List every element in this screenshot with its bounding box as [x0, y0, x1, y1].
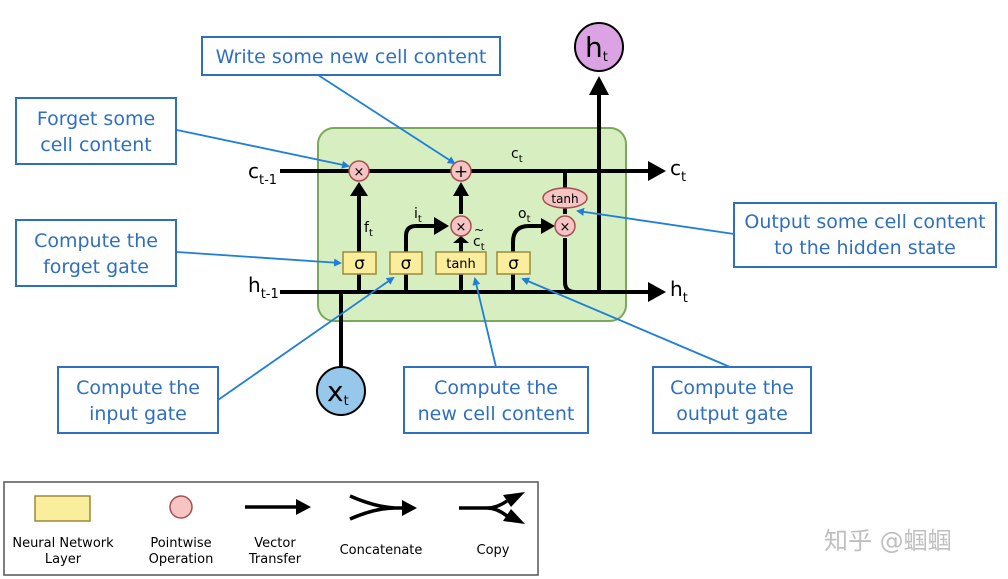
h-prev-label: ht-1	[248, 273, 279, 302]
forget-mult-symbol: ×	[354, 165, 365, 180]
c-tilde-label: ct	[473, 234, 485, 253]
legend-concat-label: Concatenate	[340, 543, 423, 558]
ht-up-arrow	[589, 76, 609, 95]
forget-mult-op	[348, 160, 370, 182]
forget-gate-sigma: σ	[354, 254, 365, 274]
output-tanh-label: tanh	[551, 192, 578, 206]
output-path	[511, 224, 543, 292]
xt-input-node	[316, 366, 366, 416]
legend-box	[3, 481, 539, 576]
input-mult-symbol: ×	[456, 220, 467, 235]
callout-forget-gate-2: forget gate	[43, 256, 149, 278]
input-path	[404, 224, 436, 292]
callout-new-content-box	[403, 366, 589, 434]
legend-pointwise-label-2: Operation	[149, 552, 214, 567]
output-gate-layer	[496, 251, 531, 275]
callout-forget-gate-box	[15, 219, 177, 287]
c-mid-label: ct	[511, 146, 523, 165]
callout-input-gate-1: Compute the	[76, 377, 200, 399]
output-gate-sigma: σ	[508, 254, 519, 274]
callout-new-content-1: Compute the	[434, 377, 558, 399]
c-prev-label: ct-1	[248, 159, 277, 188]
watermark: 知乎 @蝈蝈	[824, 527, 952, 555]
output-mult-op	[554, 215, 576, 237]
callout-output-content-box	[733, 202, 997, 268]
legend-pointwise-label-1: Pointwise	[150, 536, 211, 551]
output-mult-symbol: ×	[560, 220, 571, 235]
legend-vector-arrow	[296, 499, 311, 515]
input-arrow	[434, 217, 449, 235]
c-out-label: ct	[670, 156, 686, 185]
legend-nn-label-1: Neural Network	[12, 536, 114, 551]
callout-output-gate-2: output gate	[676, 403, 788, 425]
input-gate-sigma: σ	[401, 254, 412, 274]
add-op	[450, 160, 472, 182]
input-gate-layer	[389, 251, 423, 275]
callout-forget-gate-1: Compute the	[34, 230, 158, 252]
out-mult-to-h	[563, 238, 576, 294]
product-to-plus-arrow	[453, 182, 469, 196]
legend-nn-label-2: Layer	[45, 552, 82, 567]
pointer-forget-content	[176, 129, 350, 169]
callout-write: Write some new cell content	[216, 46, 487, 68]
callout-new-content-2: new cell content	[418, 403, 575, 425]
h-out-arrow	[648, 282, 666, 302]
forget-gate-layer	[342, 251, 377, 275]
legend-nn-swatch	[34, 495, 91, 522]
legend-copy-arrow-bottom	[503, 509, 525, 524]
input-mult-op	[450, 215, 472, 237]
output-arrow	[541, 218, 555, 234]
i-label: it	[414, 206, 422, 225]
legend-vector-label-1: Vector	[254, 536, 296, 551]
h-out-label: ht	[670, 277, 688, 306]
callout-write-box	[201, 36, 501, 76]
pointer-new-content	[472, 277, 497, 368]
pointer-output-gate	[521, 277, 731, 368]
add-symbol: +	[454, 162, 468, 182]
legend-pointwise-swatch	[169, 495, 193, 519]
candidate-tanh: tanh	[446, 257, 476, 272]
callout-output-gate-1: Compute the	[670, 377, 794, 399]
callout-output-gate-box	[652, 366, 812, 434]
legend-concat-arrow	[402, 500, 417, 516]
c-out-arrow	[648, 161, 666, 181]
legend-copy-arrow-top	[503, 492, 525, 507]
f-label: ft	[364, 220, 373, 239]
pointer-output-content	[576, 207, 735, 235]
tilde-mark: ~	[474, 223, 484, 237]
pointer-write	[317, 74, 456, 165]
legend-vector-label-2: Transfer	[248, 552, 302, 567]
pointer-input-gate	[217, 276, 395, 401]
callout-output-content-2: to the hidden state	[774, 237, 956, 259]
callout-output-content-1: Output some cell content	[744, 211, 985, 233]
output-tanh-op	[542, 187, 588, 209]
xt-input-label: xt	[327, 375, 349, 409]
ht-output-label: ht	[585, 31, 608, 65]
o-label: ot	[518, 206, 531, 225]
candidate-layer	[435, 251, 487, 275]
forget-arrow	[350, 182, 368, 196]
pointer-forget-gate	[176, 251, 342, 267]
legend-copy-label: Copy	[477, 543, 510, 558]
candidate-arrow	[453, 236, 469, 243]
callout-forget-content-box	[15, 97, 177, 165]
callout-input-gate-box	[57, 366, 219, 434]
legend-copy-lines	[459, 499, 509, 518]
callout-input-gate-2: input gate	[89, 403, 187, 425]
ht-output-node	[574, 22, 624, 72]
callout-forget-content-1: Forget some	[37, 108, 155, 130]
callout-forget-content-2: cell content	[40, 134, 151, 156]
